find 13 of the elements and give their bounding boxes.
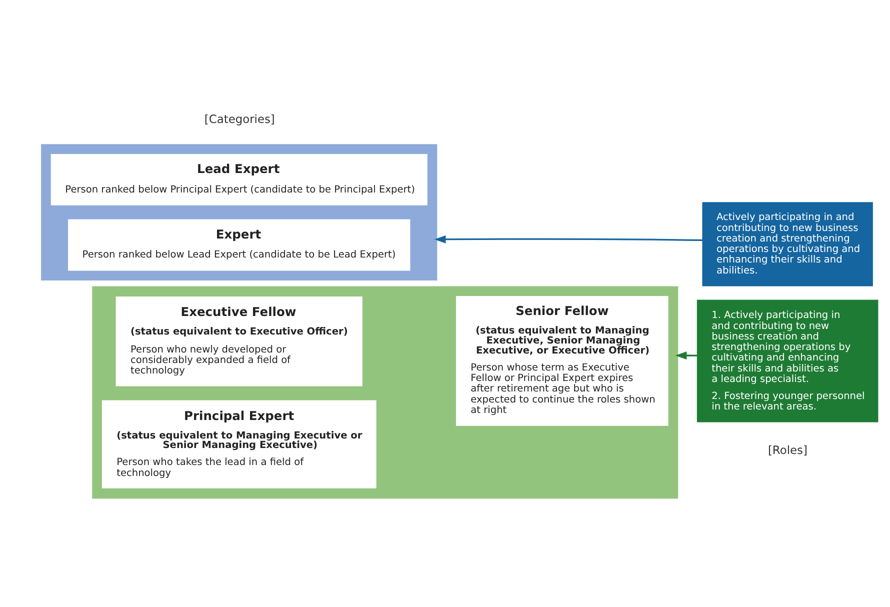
cluster [41, 144, 438, 280]
cluster [92, 286, 678, 498]
node-box: Actively participating in and contributing to new business creation and strengthening operations by cultivating and enhancing their skills and abilities. [702, 202, 873, 286]
label: [Categories] [204, 112, 275, 126]
node-box: Lead Expert Person ranked below Principal Expert (candidate to be Principal Expert) [50, 153, 428, 205]
label: [Roles] [768, 442, 808, 456]
node-box: Principal Expert (status equivalent to Managing Executive or Senior Managing Executive) Person who takes the lead in a field of technology [102, 400, 376, 488]
node-box: 1. Actively participating in and contributing to new business creation and strengthening operations by cultivating and enhancing their skills and abilities as a leading specialist. 2. Fostering younger personnel in the relevant areas. [696, 299, 878, 422]
node-box: Executive Fellow (status equivalent to Executive Officer) Person who newly developed or considerably expanded a field of technology [116, 296, 362, 386]
node-box: Expert Person ranked below Lead Expert (candidate to be Lead Expert) [68, 218, 410, 270]
arrow [675, 351, 698, 360]
node-box: Senior Fellow (status equivalent to Managing Executive, Senior Managing Executive, or Executive Officer) Person whose term as Executive Fellow or Principal Expert expires after retirement age but who is expected to continue the roles shown at right [456, 296, 668, 426]
arrow [434, 234, 702, 243]
